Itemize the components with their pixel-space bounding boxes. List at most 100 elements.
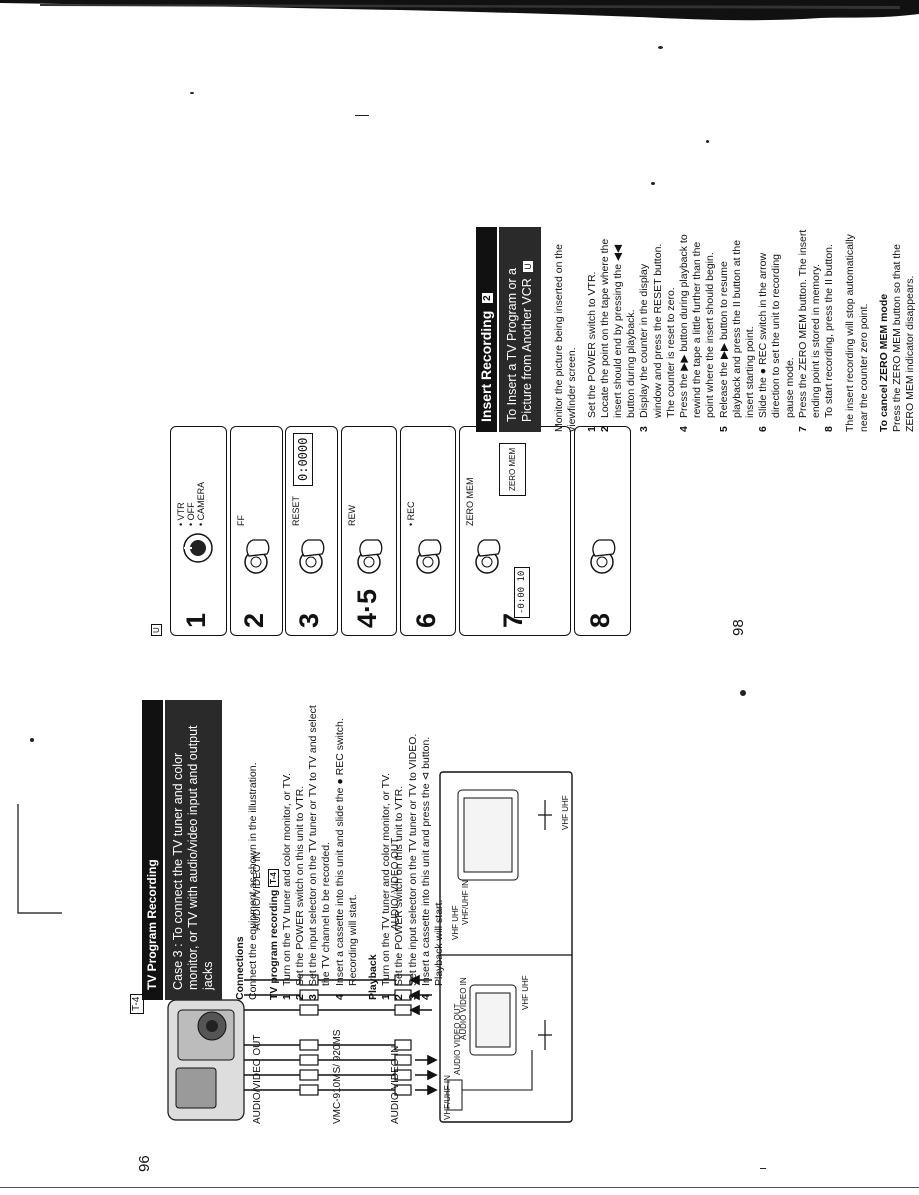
connection-diagram: AUDIO/VIDEO OUT AUDIO/VIDEO IN VMC-910MS… <box>160 760 580 1130</box>
insert-step: 3 Display the counter in the display wind… <box>638 227 678 432</box>
step-text: Set the input selector on the TV tuner o… <box>307 705 333 986</box>
step-text: Turn on the TV tuner and color monitor, … <box>380 772 393 986</box>
label-vhf-uhf-in: VHF/UHF IN <box>443 1075 452 1120</box>
scan-speck <box>651 182 655 185</box>
step-panel-label: • REC <box>406 501 416 526</box>
step-panel-label: • OFF <box>186 502 196 526</box>
step-text: Insert a cassette into this unit and sli… <box>333 718 359 986</box>
step-text: Press the ZERO MEM button. The insert en… <box>796 229 823 418</box>
step-text: Display the counter in the display windo… <box>638 243 677 418</box>
tv-recording-heading: TV program recording T-4 <box>268 700 281 1000</box>
scan-speck <box>355 115 369 116</box>
scan-speck <box>658 46 663 49</box>
step-panel-number: 1 <box>181 612 211 628</box>
insert-subtitle-banner: To Insert a TV Program or a Picture from… <box>497 227 542 432</box>
cancel-zero-mem-text: Press the ZERO MEM button so that the ZE… <box>891 244 917 432</box>
step-panel-3: 3 RESET 0:0000 <box>285 426 339 636</box>
label-audio-video-in: AUDIO VIDEO IN <box>390 1045 401 1124</box>
insert-recording-badge: 2 <box>481 293 493 303</box>
step-number: 1 <box>585 426 598 432</box>
left-text-column: TV Program Recording Case 3 : To connect… <box>142 700 447 1000</box>
playback-heading: Playback <box>367 954 380 1000</box>
step-number: 2 <box>393 994 406 1000</box>
playback-steps: 1 Turn on the TV tuner and color monitor,… <box>380 700 446 1000</box>
step-panel-label: ZERO MEM <box>465 477 475 527</box>
step-number: 8 <box>823 426 836 432</box>
step-text: Locate the point on the tape where the i… <box>598 238 638 418</box>
counter-display-a: -0:00 10 <box>514 566 530 618</box>
tv-recording-heading-text: TV program recording <box>267 889 280 1000</box>
panel-tag-u-text: U <box>151 624 163 636</box>
step-panel-label: FF <box>236 515 246 526</box>
insert-step: 7 Press the ZERO MEM button. The insert e… <box>797 227 823 432</box>
scan-edge-shadow <box>0 0 919 21</box>
button-press-icon <box>589 539 615 574</box>
step-panel-number: 2 <box>239 612 269 628</box>
step-panel-number: 8 <box>585 612 615 628</box>
step-number: 2 <box>294 994 307 1000</box>
playback-step: 1 Turn on the TV tuner and color monitor,… <box>380 700 393 1000</box>
step-panel-frame <box>230 426 283 636</box>
step-text: Insert a cassette into this unit and pre… <box>419 736 446 986</box>
insert-subtitle-badge: U <box>522 261 533 272</box>
connection-diagram-art <box>167 771 573 1123</box>
right-text-column: Insert Recording 2 To Insert a TV Progra… <box>476 227 916 432</box>
label-model: VMC-910MS/ 920MS <box>332 1029 343 1124</box>
step-text: Set the POWER switch on this unit to VTR… <box>393 785 406 986</box>
section-title-tv-program: TV Program Recording <box>142 700 164 1000</box>
label-vhf-uhf-4: VHF UHF <box>561 795 570 830</box>
step-panel-1: 1• VTR• OFF• CAMERA <box>170 426 228 636</box>
insert-step: 1 Set the POWER switch to VTR. <box>586 227 599 432</box>
step-number: 3 <box>406 994 419 1000</box>
step-text: Set the POWER switch to VTR. <box>585 271 598 418</box>
label-av-out: AUDIO/VIDEO OUT <box>252 1034 263 1124</box>
step-panel-5: 6 • REC <box>400 426 457 636</box>
step-panel-number: 4·5 <box>351 588 382 628</box>
counter-display: 0:0000 <box>293 432 313 486</box>
step-panel-4: 4·5 REW <box>341 426 398 636</box>
step-number: 3 <box>638 426 651 432</box>
step-text: Turn on the TV tuner and color monitor, … <box>280 772 293 986</box>
playback-step: 4 Insert a cassette into this unit and pr… <box>420 700 446 1000</box>
step-number: 3 <box>307 994 320 1000</box>
button-press-icon <box>244 539 270 574</box>
step-text: Slide the ● REC switch in the arrow dire… <box>757 252 796 418</box>
step-panel-number: 6 <box>410 612 441 628</box>
page-number-98: 98 <box>730 619 747 636</box>
insert-subtitle-text: To Insert a TV Program or a Picture from… <box>505 268 535 422</box>
step-number: 7 <box>796 426 809 432</box>
step-text: To start recording, press the II button. <box>823 244 836 418</box>
button-press-icon <box>299 539 325 574</box>
step-panel-number: 3 <box>294 612 324 628</box>
tv-recording-step: 3 Set the input selector on the TV tuner … <box>307 700 333 1000</box>
step-panel-label: REW <box>347 505 357 526</box>
scan-speck <box>760 1168 766 1169</box>
corner-mark <box>17 804 62 914</box>
connections-text: Connect the equipment as shown in the il… <box>247 762 260 1000</box>
counter-display-b: ZERO MEM <box>499 442 526 496</box>
step-number: 6 <box>757 426 770 432</box>
label-tuner-av-in: AUDIO VIDEO IN <box>459 977 468 1040</box>
step-text: Release the ▶▶ button to resume playback… <box>717 239 757 418</box>
step-panel-label: RESET <box>291 495 301 526</box>
step-number: 1 <box>380 994 393 1000</box>
cancel-zero-mem-heading: To cancel ZERO MEM mode <box>877 293 890 432</box>
insert-step: 6 Slide the ● REC switch in the arrow dir… <box>757 227 797 432</box>
tv-recording-ref: T-4 <box>268 869 280 887</box>
page-number-96: 96 <box>136 1155 153 1172</box>
button-press-icon <box>415 539 441 574</box>
step-number: 4 <box>419 994 432 1000</box>
insert-step: 8 To start recording, press the II button… <box>823 227 836 432</box>
label-vhf-uhf-1: VHF UHF <box>521 975 530 1010</box>
step-panel-2: 2 FF <box>230 426 284 636</box>
scan-speck <box>30 738 34 742</box>
